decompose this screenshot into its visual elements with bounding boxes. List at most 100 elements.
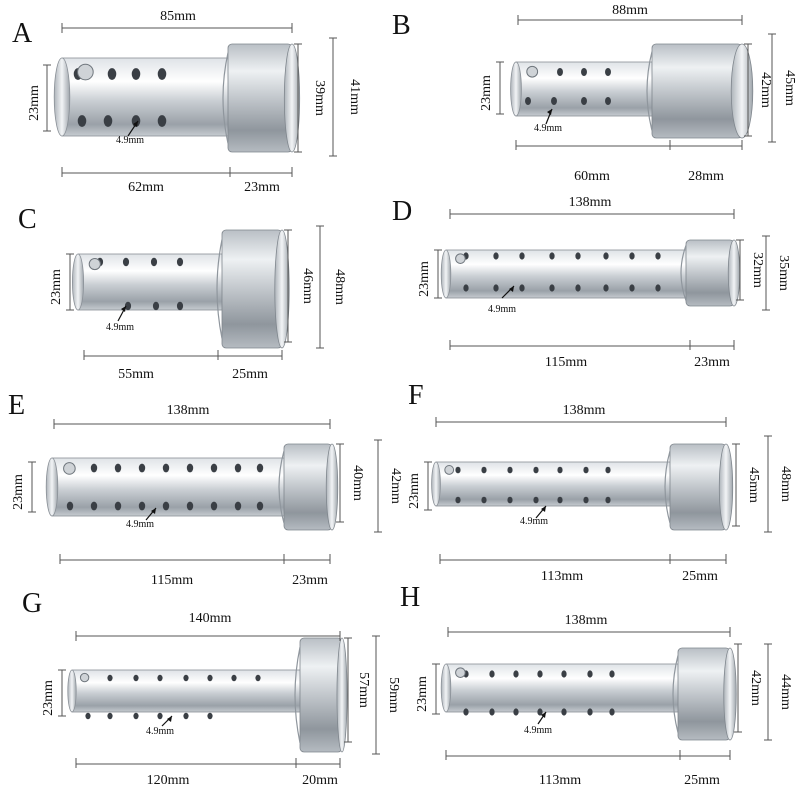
perforation-hole xyxy=(519,252,525,260)
tube-diameter-label: 23mm xyxy=(407,473,422,509)
end-cap-rim xyxy=(274,229,290,349)
perforation-hole xyxy=(629,252,635,260)
perforated-tube xyxy=(445,249,691,299)
perforation-hole xyxy=(557,67,563,77)
hole-callout-arrowhead xyxy=(509,286,514,292)
muffler-insert-illustration xyxy=(440,647,737,741)
cap-outer-diameter-label: 45mm xyxy=(782,70,797,106)
hole-callout-arrowhead xyxy=(121,306,126,312)
total-length-label: 85mm xyxy=(160,9,196,24)
hole-diameter-label: 4.9mm xyxy=(126,519,154,530)
hole-diameter-label: 4.9mm xyxy=(488,304,516,315)
total-length-label: 88mm xyxy=(612,3,648,18)
hole-callout-arrowhead xyxy=(151,508,156,514)
perforation-hole xyxy=(133,712,139,720)
end-cap xyxy=(283,443,333,531)
perforation-hole xyxy=(493,284,499,292)
total-length-label: 138mm xyxy=(569,195,612,210)
perforation-hole xyxy=(455,496,461,504)
perforation-hole xyxy=(183,674,189,682)
hole-diameter-label: 4.9mm xyxy=(524,725,552,736)
perforation-hole xyxy=(234,463,242,473)
perforation-hole xyxy=(186,463,194,473)
panel-letter: E xyxy=(8,390,25,421)
perforation-hole xyxy=(561,670,567,678)
perforation-hole xyxy=(256,501,264,511)
perforation-hole xyxy=(583,496,589,504)
cap-outer-diameter-label: 41mm xyxy=(347,79,362,115)
perforation-hole xyxy=(157,674,163,682)
cap-inner-diameter-label: 40mm xyxy=(350,465,365,501)
panel-letter: F xyxy=(408,380,424,411)
total-length-label: 138mm xyxy=(563,403,606,418)
end-cap xyxy=(685,239,735,307)
perforation-hole xyxy=(131,68,141,80)
cap-outer-diameter-label: 44mm xyxy=(778,674,793,710)
perforation-hole xyxy=(176,257,184,267)
perforation-hole xyxy=(655,252,661,260)
perforation-hole xyxy=(107,68,117,80)
perforation-hole xyxy=(557,496,563,504)
perforation-hole xyxy=(513,670,519,678)
total-length-label: 140mm xyxy=(189,611,232,626)
perforation-hole xyxy=(533,496,539,504)
perforated-tube xyxy=(71,669,307,713)
perforation-hole xyxy=(210,463,218,473)
retaining-bolt xyxy=(79,672,90,683)
cap-inner-diameter-label: 46mm xyxy=(300,268,315,304)
perforation-hole xyxy=(519,284,525,292)
retaining-bolt xyxy=(455,253,466,264)
perforation-hole xyxy=(107,674,113,682)
end-cap xyxy=(677,647,731,741)
perforated-tube xyxy=(515,61,655,117)
perforation-hole xyxy=(138,463,146,473)
tube-length-label: 113mm xyxy=(539,773,581,788)
cap-outer-diameter-label: 42mm xyxy=(388,468,403,504)
cap-length-label: 23mm xyxy=(244,180,280,195)
tube-diameter-label: 23mm xyxy=(479,75,494,111)
cap-inner-diameter-label: 32mm xyxy=(750,252,765,288)
retaining-bolt xyxy=(63,462,76,475)
tube-diameter-label: 23mm xyxy=(417,261,432,297)
tube-diameter-label: 23mm xyxy=(49,269,64,305)
end-cap-shoulder xyxy=(294,646,301,744)
end-cap xyxy=(651,43,743,139)
perforation-hole xyxy=(255,674,261,682)
hole-callout-arrowhead xyxy=(541,712,546,718)
cap-length-label: 25mm xyxy=(232,367,268,382)
perforation-hole xyxy=(575,252,581,260)
perforation-hole xyxy=(525,96,531,106)
cap-length-label: 25mm xyxy=(684,773,720,788)
panel-letter: C xyxy=(18,204,37,235)
tube-open-end xyxy=(440,663,452,713)
perforation-hole xyxy=(107,712,113,720)
muffler-insert-illustration xyxy=(431,443,734,531)
panel-letter: G xyxy=(22,588,42,619)
end-cap-shoulder xyxy=(646,51,653,131)
perforation-hole xyxy=(551,96,557,106)
perforation-hole xyxy=(605,466,611,474)
perforation-hole xyxy=(507,466,513,474)
perforation-hole xyxy=(481,466,487,474)
retaining-bolt xyxy=(88,257,101,271)
tube-length-label: 62mm xyxy=(128,180,164,195)
end-cap-shoulder xyxy=(222,52,229,144)
tube-open-end xyxy=(440,249,452,299)
perforation-hole xyxy=(138,501,146,511)
perforation-hole xyxy=(186,501,194,511)
perforation-hole xyxy=(157,115,167,127)
perforation-hole xyxy=(587,670,593,678)
hole-diameter-label: 4.9mm xyxy=(106,322,134,333)
end-cap-rim xyxy=(325,443,339,531)
panel-letter: H xyxy=(400,582,420,613)
retaining-bolt xyxy=(526,65,539,78)
end-cap-rim xyxy=(727,239,741,307)
perforation-hole xyxy=(66,501,74,511)
retaining-bolt xyxy=(455,667,466,678)
